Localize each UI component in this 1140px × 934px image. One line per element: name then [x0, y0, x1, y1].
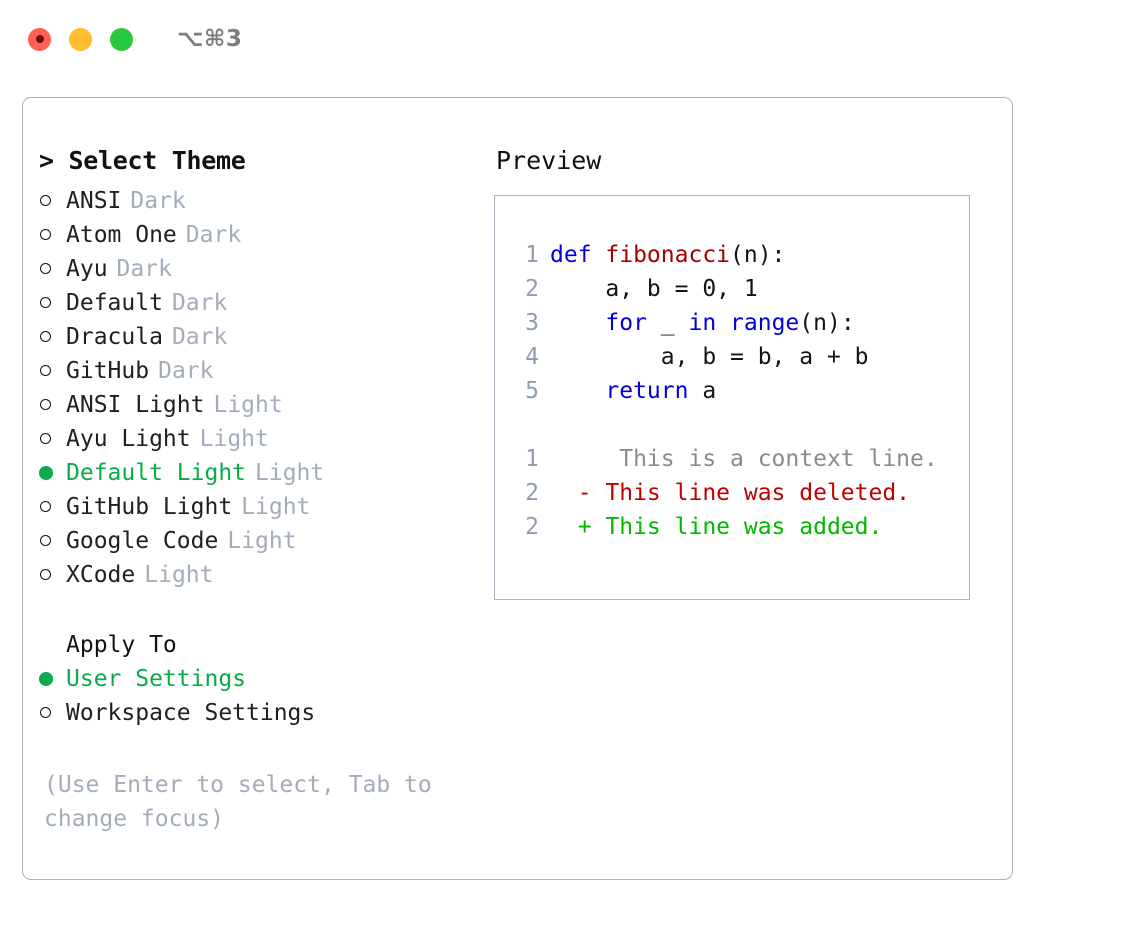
line-number: 1	[525, 446, 539, 472]
line-number: 2	[525, 480, 539, 506]
diff-line: 1 This is a context line.	[511, 442, 969, 476]
theme-option-tag: Light	[144, 562, 214, 588]
theme-option-label: Atom One	[66, 222, 177, 248]
line-number: 5	[525, 378, 539, 404]
theme-option[interactable]: Ayu Dark	[39, 252, 494, 286]
apply-to-option[interactable]: Workspace Settings	[39, 696, 494, 730]
theme-option-label: Default Light	[66, 460, 247, 486]
theme-option-label: ANSI Light	[66, 392, 205, 418]
code-token: range	[730, 310, 800, 336]
theme-option-label: Ayu	[66, 256, 108, 282]
code-token: fibonacci	[605, 242, 731, 268]
line-number: 4	[525, 344, 539, 370]
apply-to-option-label: Workspace Settings	[66, 700, 316, 726]
code-token: return	[605, 378, 689, 404]
theme-option-label: Google Code	[66, 528, 219, 554]
shortcut-label: ⌥⌘3	[177, 26, 243, 52]
diff-sample: 1 This is a context line.2 - This line w…	[511, 442, 969, 544]
theme-option-tag: Dark	[171, 290, 228, 316]
theme-option-tag: Light	[199, 426, 269, 452]
code-token	[550, 306, 605, 340]
theme-option-tag: Light	[213, 392, 283, 418]
theme-option[interactable]: Default Light Light	[39, 456, 494, 490]
apply-to-option-label: User Settings	[66, 666, 247, 692]
line-number: 3	[525, 310, 539, 336]
title-bar: ⌥⌘3	[0, 0, 1140, 78]
close-button[interactable]	[28, 27, 51, 51]
code-line: 4 a, b = b, a + b	[511, 340, 969, 374]
theme-option[interactable]: Atom One Dark	[39, 218, 494, 252]
theme-option[interactable]: Default Dark	[39, 286, 494, 320]
diff-line: 2 + This line was added.	[511, 510, 969, 544]
theme-option[interactable]: GitHub Dark	[39, 354, 494, 388]
line-number: 1	[525, 242, 539, 268]
theme-option[interactable]: ANSI Light Light	[39, 388, 494, 422]
code-token: a	[688, 378, 717, 404]
code-token: in	[688, 310, 717, 336]
code-token: for	[605, 310, 647, 336]
select-theme-header: > Select Theme	[39, 146, 246, 175]
diff-text: - This line was deleted.	[550, 480, 911, 506]
theme-option[interactable]: Ayu Light Light	[39, 422, 494, 456]
theme-option-tag: Dark	[185, 222, 242, 248]
theme-option-tag: Dark	[171, 324, 228, 350]
theme-option-label: Ayu Light	[66, 426, 191, 452]
theme-option[interactable]: ANSI Dark	[39, 184, 494, 218]
theme-option[interactable]: Dracula Dark	[39, 320, 494, 354]
preview-title: Preview	[496, 146, 602, 175]
code-line: 1 def fibonacci(n):	[511, 238, 969, 272]
theme-option[interactable]: XCode Light	[39, 558, 494, 592]
diff-text: This is a context line.	[550, 446, 938, 472]
theme-option-tag: Dark	[158, 358, 214, 384]
apply-to-option[interactable]: User Settings	[39, 662, 494, 696]
code-line: 3 for _ in range(n):	[511, 306, 969, 340]
diff-text: + This line was added.	[550, 514, 883, 540]
line-number: 2	[525, 276, 539, 302]
minimize-button[interactable]	[69, 27, 92, 51]
code-token: (n):	[799, 310, 855, 336]
theme-option[interactable]: Google Code Light	[39, 524, 494, 558]
code-token: _	[646, 310, 689, 336]
theme-option-label: ANSI	[66, 188, 122, 214]
code-token	[716, 306, 730, 340]
code-token: (n):	[730, 242, 786, 268]
code-line: 5 return a	[511, 374, 969, 408]
theme-option-tag: Light	[227, 528, 297, 554]
code-token: a, b = b, a + b	[550, 344, 869, 370]
keyboard-hint: (Use Enter to select, Tab to change focu…	[44, 772, 432, 832]
code-token: a, b = 0, 1	[550, 276, 758, 302]
line-number: 2	[525, 514, 539, 540]
code-token	[550, 374, 605, 408]
theme-option-tag: Dark	[130, 188, 186, 214]
theme-option-tag: Light	[255, 460, 325, 486]
theme-option-label: Default	[66, 290, 163, 316]
theme-option-label: GitHub	[66, 358, 150, 384]
maximize-button[interactable]	[110, 27, 133, 51]
theme-option[interactable]: GitHub Light Light	[39, 490, 494, 524]
code-line: 2 a, b = 0, 1	[511, 272, 969, 306]
theme-option-tag: Dark	[116, 256, 172, 282]
theme-option-label: GitHub Light	[66, 494, 233, 520]
apply-to-header: Apply To	[66, 632, 177, 658]
code-diff-spacer	[511, 408, 969, 442]
theme-option-label: XCode	[66, 562, 136, 588]
theme-option-label: Dracula	[66, 324, 163, 350]
code-token: def	[550, 242, 606, 268]
section-spacer	[39, 592, 494, 628]
window-controls	[28, 27, 133, 51]
theme-option-tag: Light	[241, 494, 311, 520]
diff-line: 2 - This line was deleted.	[511, 476, 969, 510]
